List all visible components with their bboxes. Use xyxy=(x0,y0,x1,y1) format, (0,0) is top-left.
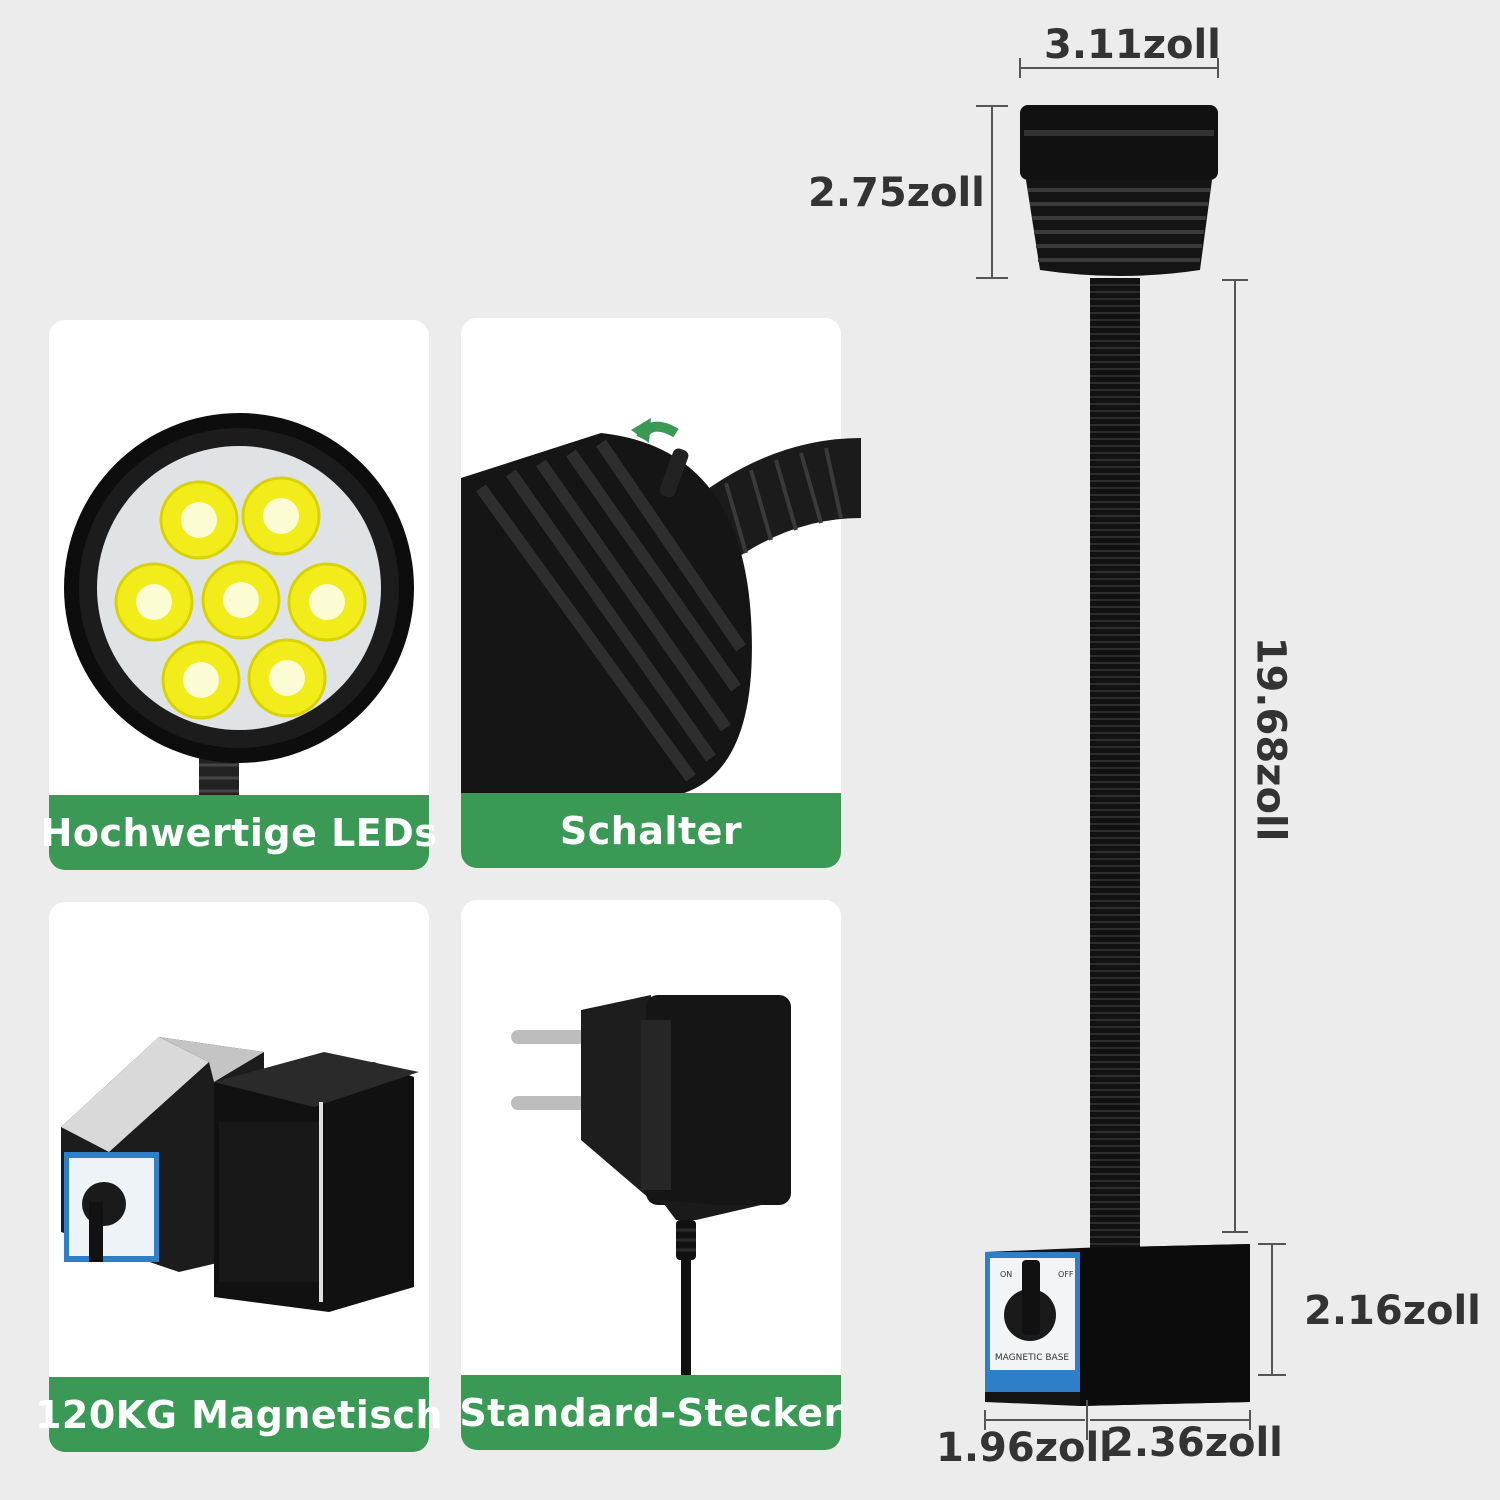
off-text: OFF xyxy=(1058,1270,1074,1279)
feature-card-leds: Hochwertige LEDs xyxy=(41,320,437,870)
dimension-base-width: 2.36zoll xyxy=(1106,1420,1283,1466)
dimension-base-height: 2.16zoll xyxy=(1304,1288,1481,1334)
dimension-head-width: 3.11zoll xyxy=(1044,22,1221,68)
lamp-product-illustration: MAGNETIC BASE ON OFF xyxy=(976,58,1286,1440)
led-head-illustration xyxy=(64,413,414,870)
dimension-neck-length: 19.68zoll xyxy=(1247,636,1294,842)
on-text: ON xyxy=(1000,1270,1012,1279)
feature-card-switch: Schalter xyxy=(461,318,861,868)
magnetic-switch-knob-icon xyxy=(1004,1260,1056,1341)
dimension-head-height: 2.75zoll xyxy=(808,170,985,216)
toggle-switch-icon xyxy=(631,418,689,498)
switch-illustration xyxy=(461,418,861,808)
feature-label-magnetic: 120KG Magnetisch xyxy=(35,1377,443,1452)
dimension-base-depth: 1.96zoll xyxy=(936,1425,1113,1471)
feature-label-leds: Hochwertige LEDs xyxy=(41,795,437,870)
magnetic-base-text: MAGNETIC BASE xyxy=(995,1353,1069,1363)
magnetic-base-illustration xyxy=(61,1037,419,1312)
feature-label-plug: Standard-Stecker xyxy=(459,1375,842,1450)
led-chips-icon xyxy=(114,476,367,720)
power-adapter-illustration xyxy=(511,995,791,1380)
feature-label-switch: Schalter xyxy=(461,793,841,868)
feature-card-magnetic: 120KG Magnetisch xyxy=(35,902,443,1452)
feature-card-plug: Standard-Stecker xyxy=(459,900,842,1450)
